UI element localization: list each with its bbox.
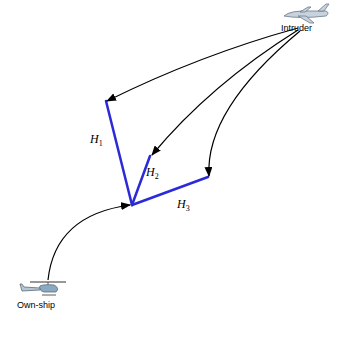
aircraft-label: Intruder: [281, 23, 312, 33]
variable-label: H2: [146, 165, 159, 181]
trajectory-arrows: [48, 28, 300, 280]
variable-label: H1: [90, 132, 103, 148]
separation-lines: [106, 101, 208, 205]
own-ship-helicopter: [20, 282, 66, 295]
intruder-aircraft: [284, 4, 329, 23]
aircraft-label: Own-ship: [17, 300, 55, 310]
variable-label: H3: [177, 197, 190, 213]
